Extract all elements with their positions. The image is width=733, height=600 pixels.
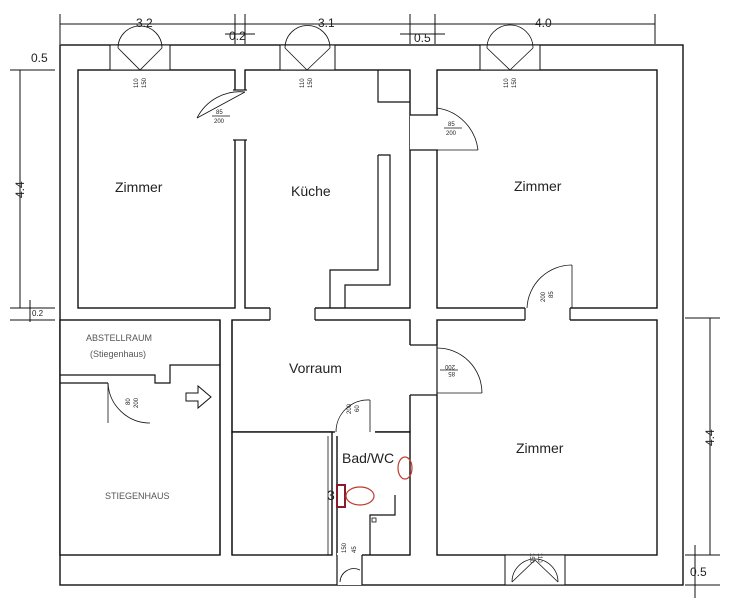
door-height-label: 200 — [444, 363, 455, 369]
dim-top-5: 4.0 — [535, 16, 552, 30]
dim-left-2: 4.4 — [13, 181, 27, 198]
room-label-vorraum: Vorraum — [289, 360, 342, 376]
door-zimmer-right: 200 85 — [526, 264, 573, 309]
door-width-label: 85 — [549, 291, 555, 298]
window-label-b: 150 — [142, 77, 148, 88]
window-label-a: 110 — [504, 78, 510, 88]
door-height-label: 200 — [541, 291, 547, 302]
walls — [59, 44, 684, 586]
room-label-kueche: Küche — [291, 183, 331, 199]
door-width-label: 60 — [355, 405, 361, 412]
window-bath: 150 45 — [339, 542, 361, 583]
window-top-left: 110 150 — [109, 25, 171, 88]
dim-right-2: 0.5 — [690, 565, 707, 579]
door-kitchen: 85 200 — [196, 91, 246, 125]
dim-left-3: 0.2 — [32, 309, 44, 318]
window-label-a: 110 — [134, 78, 140, 88]
window-label-b: 150 — [512, 77, 518, 88]
room-label-stiegenhaus: STIEGENHAUS — [105, 491, 170, 501]
door-height-label: 200 — [446, 131, 457, 137]
door-width-label: 85 — [216, 110, 223, 116]
door-width-label: 80 — [126, 398, 132, 405]
window-label-b: 150 — [308, 77, 314, 88]
drain-icon — [371, 517, 377, 523]
room-label-abstellraum: ABSTELLRAUM — [86, 333, 152, 343]
door-width-label: 85 — [448, 370, 455, 376]
window-label-a: 110 — [300, 78, 306, 88]
door-width-label: 85 — [448, 122, 455, 128]
dimension-lines — [10, 14, 720, 598]
door-vorraum-right: 200 85 — [436, 347, 483, 394]
room-label-zimmer: Zimmer — [514, 178, 562, 194]
door-height-label: 200 — [214, 119, 225, 125]
room-label-zimmer: Zimmer — [516, 440, 564, 456]
window-label-b: 150 — [342, 542, 348, 553]
door-bath: 200 60 — [335, 399, 371, 433]
window-top-right: 110 150 — [479, 24, 541, 88]
window-top-middle: 110 150 — [279, 25, 336, 88]
room-label-abstellraum-sub: (Stiegenhaus) — [90, 349, 146, 359]
window-bottom-right: 110 150 — [504, 553, 566, 586]
window-label-a: 110 — [536, 553, 542, 563]
door-height-label: 200 — [134, 397, 140, 408]
toilet-icon — [336, 484, 375, 508]
bath-marker: 3 — [327, 487, 335, 503]
dim-left-1: 0.5 — [31, 51, 48, 65]
door-stiegenhaus: 80 200 — [107, 382, 151, 424]
window-label-b: 150 — [528, 553, 534, 564]
window-label-a: 45 — [352, 546, 358, 553]
sink-icon — [397, 456, 413, 480]
dim-top-4: 0.5 — [414, 31, 431, 45]
dim-top-1: 3.2 — [136, 16, 153, 30]
room-label-bad-wc: Bad/WC — [342, 450, 394, 466]
room-label-zimmer: Zimmer — [115, 179, 163, 195]
door-height-label: 200 — [347, 403, 353, 414]
dim-top-3: 3.1 — [318, 16, 335, 30]
dim-right-1: 4.4 — [703, 429, 717, 446]
dim-top-2: 0.2 — [229, 29, 246, 43]
door-corridor-right: 85 200 — [436, 107, 479, 151]
entrance-arrow-icon — [185, 384, 212, 410]
